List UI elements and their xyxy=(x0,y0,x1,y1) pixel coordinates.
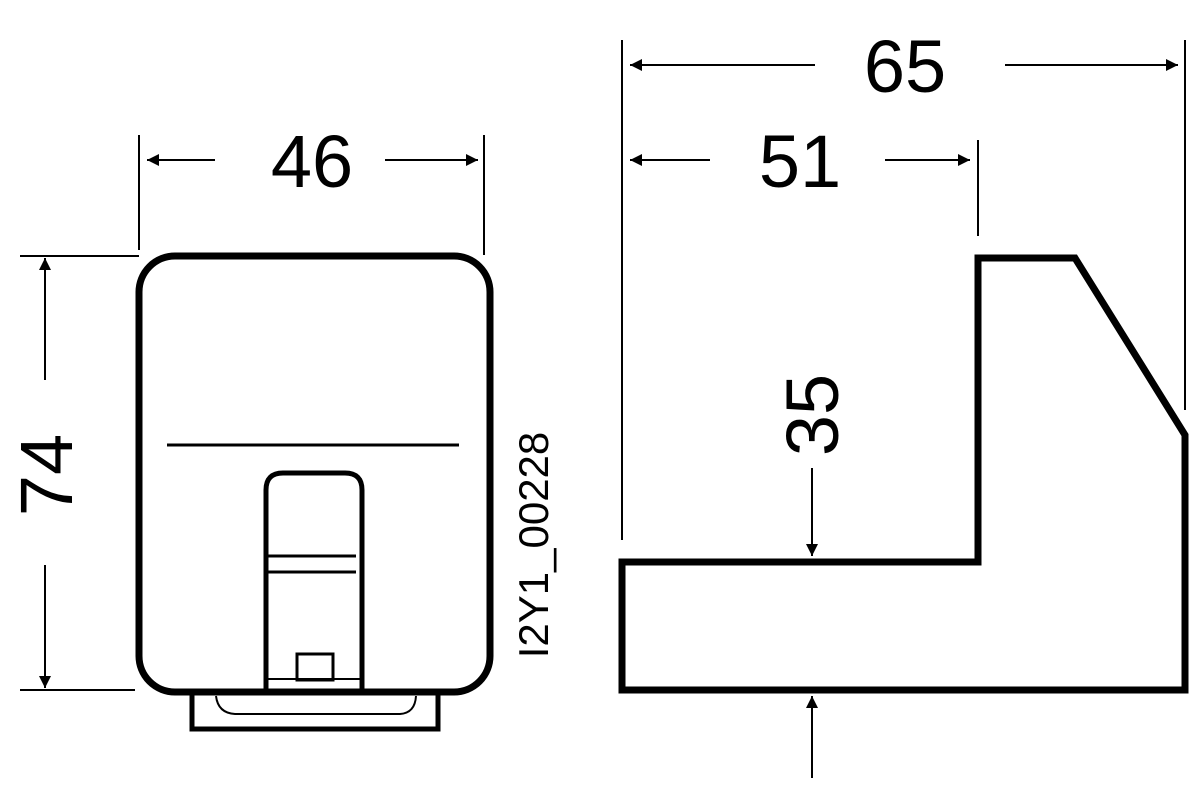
connector-tab xyxy=(263,470,365,690)
tab-latch xyxy=(295,652,335,682)
dimension-51: 51 xyxy=(759,120,841,203)
front-dimensions xyxy=(20,135,485,691)
mounting-base xyxy=(189,690,441,732)
dimension-46: 46 xyxy=(271,120,353,203)
front-view xyxy=(135,252,494,732)
dimension-74: 74 xyxy=(5,434,88,516)
base-inner-curve xyxy=(215,695,417,715)
side-profile xyxy=(618,254,1189,694)
dimension-65: 65 xyxy=(864,25,946,108)
dimension-35: 35 xyxy=(771,374,854,456)
side-dimensions xyxy=(621,40,1186,778)
drawing-code: I2Y1_00228 xyxy=(510,432,557,659)
